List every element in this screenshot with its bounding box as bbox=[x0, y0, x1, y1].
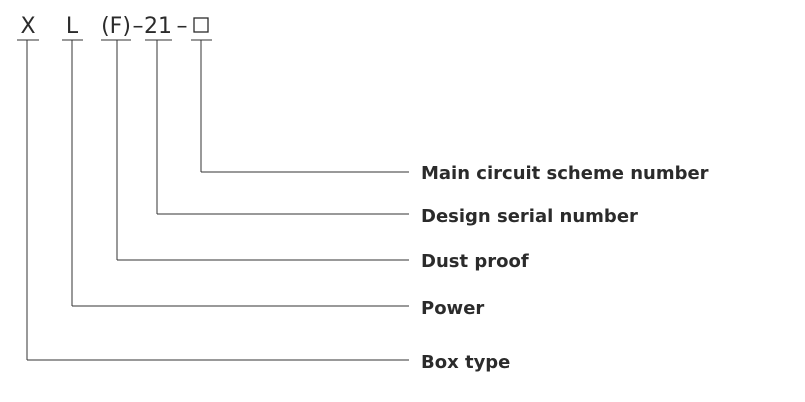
label-dust-proof: Dust proof bbox=[421, 251, 529, 272]
code-design-serial: 21 bbox=[144, 14, 172, 39]
label-box-type: Box type bbox=[421, 352, 510, 373]
main-circuit-box-symbol bbox=[193, 17, 209, 33]
label-main-circuit: Main circuit scheme number bbox=[421, 163, 709, 184]
label-power: Power bbox=[421, 298, 484, 319]
code-dust-proof: (F) bbox=[101, 14, 131, 39]
code-box-type: X bbox=[20, 14, 35, 39]
code-power: L bbox=[66, 14, 79, 39]
label-design-serial: Design serial number bbox=[421, 206, 638, 227]
code-dash-2: – bbox=[177, 14, 188, 39]
code-dash-1: – bbox=[133, 14, 144, 39]
